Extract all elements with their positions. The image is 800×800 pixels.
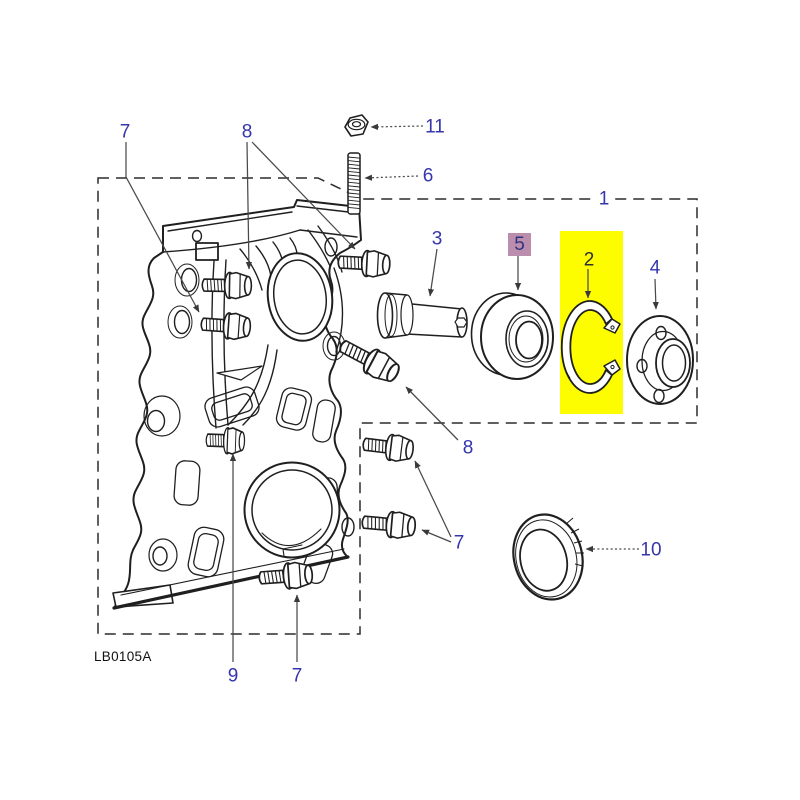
- callout-5[interactable]: 5: [514, 234, 525, 255]
- bolt-8-mid: [334, 332, 405, 388]
- bolt-7-right-upper: [360, 430, 416, 464]
- highlight-selected-part: 5: [508, 233, 531, 256]
- callout-9[interactable]: 9: [227, 665, 239, 687]
- callout-8-top[interactable]: 8: [241, 121, 253, 143]
- timing-cover-drawing: [112, 199, 362, 610]
- callout-10[interactable]: 10: [640, 539, 662, 561]
- oil-seal-drawing: [512, 513, 584, 601]
- spigot-shaft-drawing: [376, 292, 468, 339]
- bearing-drawing: [470, 292, 554, 380]
- callout-1[interactable]: 1: [594, 189, 614, 209]
- callout-3[interactable]: 3: [431, 228, 443, 250]
- drawing-code: LB0105A: [94, 649, 152, 664]
- bolt-8-upper-right: [336, 248, 392, 279]
- hub-flange-drawing: [626, 315, 694, 405]
- callout-4[interactable]: 4: [649, 257, 661, 279]
- callout-7-mid[interactable]: 7: [453, 532, 465, 554]
- callout-11[interactable]: 11: [425, 116, 445, 138]
- nut-drawing: [344, 114, 369, 137]
- leader-lines: [125, 123, 659, 662]
- callout-7-bottom[interactable]: 7: [291, 665, 303, 687]
- callout-2[interactable]: 2: [583, 249, 595, 271]
- bolt-7-right-lower: [360, 508, 418, 541]
- stud-drawing: [347, 152, 361, 215]
- circlip-drawing: [560, 300, 621, 394]
- dashed-boundary: [97, 177, 698, 635]
- callout-8-mid[interactable]: 8: [462, 437, 474, 459]
- callout-6[interactable]: 6: [422, 165, 434, 187]
- callout-7-top[interactable]: 7: [119, 121, 131, 143]
